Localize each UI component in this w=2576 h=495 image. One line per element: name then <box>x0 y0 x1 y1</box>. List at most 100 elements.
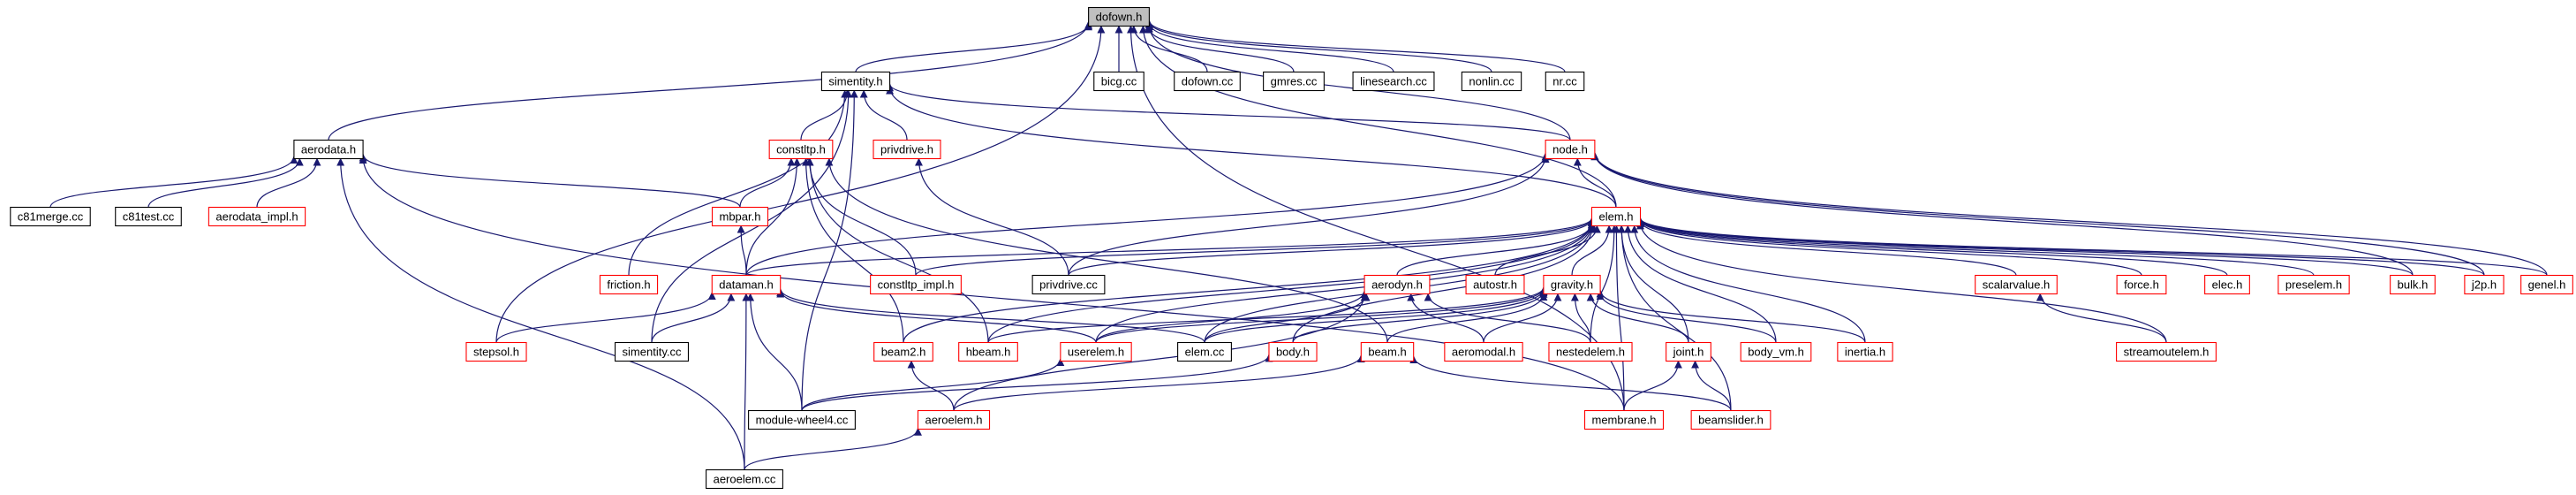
edge-body-h-to-gravity-h <box>1292 289 1548 343</box>
edge-elem-cc-to-dataman-h <box>776 287 1205 343</box>
edge-scalarvalue-h-to-elem-h <box>1636 219 2017 276</box>
node-constltp-impl-h[interactable]: constltp_impl.h <box>870 274 962 295</box>
edge-simentity-h-to-dofown-h <box>855 22 1093 72</box>
edge-bulk-h-to-node-h <box>1590 152 2414 276</box>
node-elem-cc[interactable]: elem.cc <box>1177 341 1232 362</box>
edge-mbpar-h-to-constltp-h <box>739 157 796 208</box>
node-module-wheel4-cc[interactable]: module-wheel4.cc <box>748 409 856 430</box>
node-dofown-cc[interactable]: dofown.cc <box>1174 71 1241 92</box>
edge-aeroelem-h-to-beam2-h <box>907 360 955 411</box>
edge-node-h-to-simentity-h <box>886 83 1571 141</box>
edge-beamslider-h-to-joint-h <box>1691 360 1732 411</box>
node-nestedelem-h[interactable]: nestedelem.h <box>1548 341 1633 362</box>
edge-module-wheel4-cc-to-userelem-h <box>801 358 1065 411</box>
edge-module-wheel4-cc-to-body-h <box>801 354 1273 411</box>
edge-friction-h-to-simentity-h <box>628 89 850 276</box>
node-label: body_vm.h <box>1748 346 1804 359</box>
node-aeroelem-h[interactable]: aeroelem.h <box>917 409 991 430</box>
node-dataman-h[interactable]: dataman.h <box>711 274 782 295</box>
node-nonlin-cc[interactable]: nonlin.cc <box>1461 71 1522 92</box>
node-label: stepsol.h <box>473 346 519 359</box>
node-joint-h[interactable]: joint.h <box>1666 341 1711 362</box>
node-inertia-h[interactable]: inertia.h <box>1837 341 1893 362</box>
edge-aerodyn-h-to-elem-h <box>1396 222 1596 276</box>
edge-bulk-h-to-elem-h <box>1636 217 2414 277</box>
edge-beam-h-to-constltp-h <box>825 157 1388 343</box>
node-simentity-h[interactable]: simentity.h <box>820 71 891 92</box>
edge-aeroelem-cc-to-aerodata-h <box>336 157 745 470</box>
node-autostr-h[interactable]: autostr.h <box>1465 274 1525 295</box>
node-userelem-h[interactable]: userelem.h <box>1060 341 1132 362</box>
node-elec-h[interactable]: elec.h <box>2204 274 2250 295</box>
node-box <box>1583 409 1665 430</box>
edge-constltp-h-to-simentity-h <box>800 89 851 141</box>
edge-constltp-impl-h-to-elem-h <box>915 217 1596 277</box>
node-streamoutelem-h[interactable]: streamoutelem.h <box>2116 341 2217 362</box>
node-label: c81merge.cc <box>18 210 84 224</box>
node-dofown-h[interactable]: dofown.h <box>1088 6 1150 27</box>
node-scalarvalue-h[interactable]: scalarvalue.h <box>1975 274 2058 295</box>
edge-inertia-h-to-elem-h <box>1630 225 1866 343</box>
node-box <box>873 139 941 160</box>
node-gmres-cc[interactable]: gmres.cc <box>1263 71 1325 92</box>
node-box <box>465 341 527 362</box>
node-c81merge-cc[interactable]: c81merge.cc <box>10 206 91 227</box>
edge-privdrive-h-to-simentity-h <box>859 89 908 141</box>
node-simentity-cc[interactable]: simentity.cc <box>614 341 690 362</box>
node-membrane-h[interactable]: membrane.h <box>1583 409 1665 430</box>
node-label: elec.h <box>2212 278 2243 292</box>
node-label: gmres.cc <box>1271 75 1318 88</box>
node-aerodyn-h[interactable]: aerodyn.h <box>1364 274 1431 295</box>
node-box <box>1545 71 1585 92</box>
node-beam-h[interactable]: beam.h <box>1360 341 1415 362</box>
node-label: dofown.h <box>1096 11 1143 24</box>
node-constltp-h[interactable]: constltp.h <box>768 139 834 160</box>
node-elem-h[interactable]: elem.h <box>1590 206 1642 227</box>
node-body-vm-h[interactable]: body_vm.h <box>1740 341 1812 362</box>
node-box <box>1837 341 1893 362</box>
node-c81test-cc[interactable]: c81test.cc <box>115 206 182 227</box>
edge-elem-h-to-dofown-h <box>1138 25 1617 208</box>
node-label: dofown.cc <box>1182 75 1234 88</box>
node-bicg-cc[interactable]: bicg.cc <box>1093 71 1144 92</box>
node-label: elem.cc <box>1185 346 1225 359</box>
node-box <box>1545 139 1596 160</box>
node-box <box>1177 341 1232 362</box>
node-j2p-h[interactable]: j2p.h <box>2464 274 2504 295</box>
node-body-h[interactable]: body.h <box>1268 341 1318 362</box>
node-box <box>1975 274 2058 295</box>
node-bulk-h[interactable]: bulk.h <box>2390 274 2436 295</box>
edge-nonlin-cc-to-dofown-h <box>1144 20 1492 72</box>
node-privdrive-h[interactable]: privdrive.h <box>873 139 941 160</box>
node-genel-h[interactable]: genel.h <box>2520 274 2573 295</box>
node-linesearch-cc[interactable]: linesearch.cc <box>1352 71 1435 92</box>
node-privdrive-cc[interactable]: privdrive.cc <box>1031 274 1106 295</box>
node-aerodata-h[interactable]: aerodata.h <box>293 139 364 160</box>
node-gravity-h[interactable]: gravity.h <box>1543 274 1601 295</box>
edge-beam-h-to-gravity-h <box>1386 293 1548 343</box>
edge-simentity-cc-to-dataman-h <box>651 293 736 343</box>
node-mbpar-h[interactable]: mbpar.h <box>711 206 769 227</box>
node-box <box>1060 341 1132 362</box>
node-label: preselem.h <box>2285 278 2342 292</box>
node-label: mbpar.h <box>720 210 761 224</box>
node-nr-cc[interactable]: nr.cc <box>1545 71 1585 92</box>
node-box <box>2116 341 2217 362</box>
node-friction-h[interactable]: friction.h <box>599 274 659 295</box>
node-force-h[interactable]: force.h <box>2116 274 2167 295</box>
node-aeromodal-h[interactable]: aeromodal.h <box>1444 341 1523 362</box>
edge-userelem-h-to-dataman-h <box>776 289 1097 343</box>
edge-streamoutelem-h-to-elem-h <box>1636 221 2167 343</box>
node-box <box>10 206 91 227</box>
node-hbeam-h[interactable]: hbeam.h <box>958 341 1018 362</box>
node-node-h[interactable]: node.h <box>1545 139 1596 160</box>
node-aeroelem-cc[interactable]: aeroelem.cc <box>706 468 783 490</box>
node-box <box>1543 274 1601 295</box>
node-preselem-h[interactable]: preselem.h <box>2278 274 2350 295</box>
node-box <box>1590 206 1642 227</box>
node-beamslider-h[interactable]: beamslider.h <box>1690 409 1771 430</box>
node-stepsol-h[interactable]: stepsol.h <box>465 341 527 362</box>
node-box <box>1690 409 1771 430</box>
node-aerodata-impl-h[interactable]: aerodata_impl.h <box>208 206 306 227</box>
node-beam2-h[interactable]: beam2.h <box>873 341 933 362</box>
